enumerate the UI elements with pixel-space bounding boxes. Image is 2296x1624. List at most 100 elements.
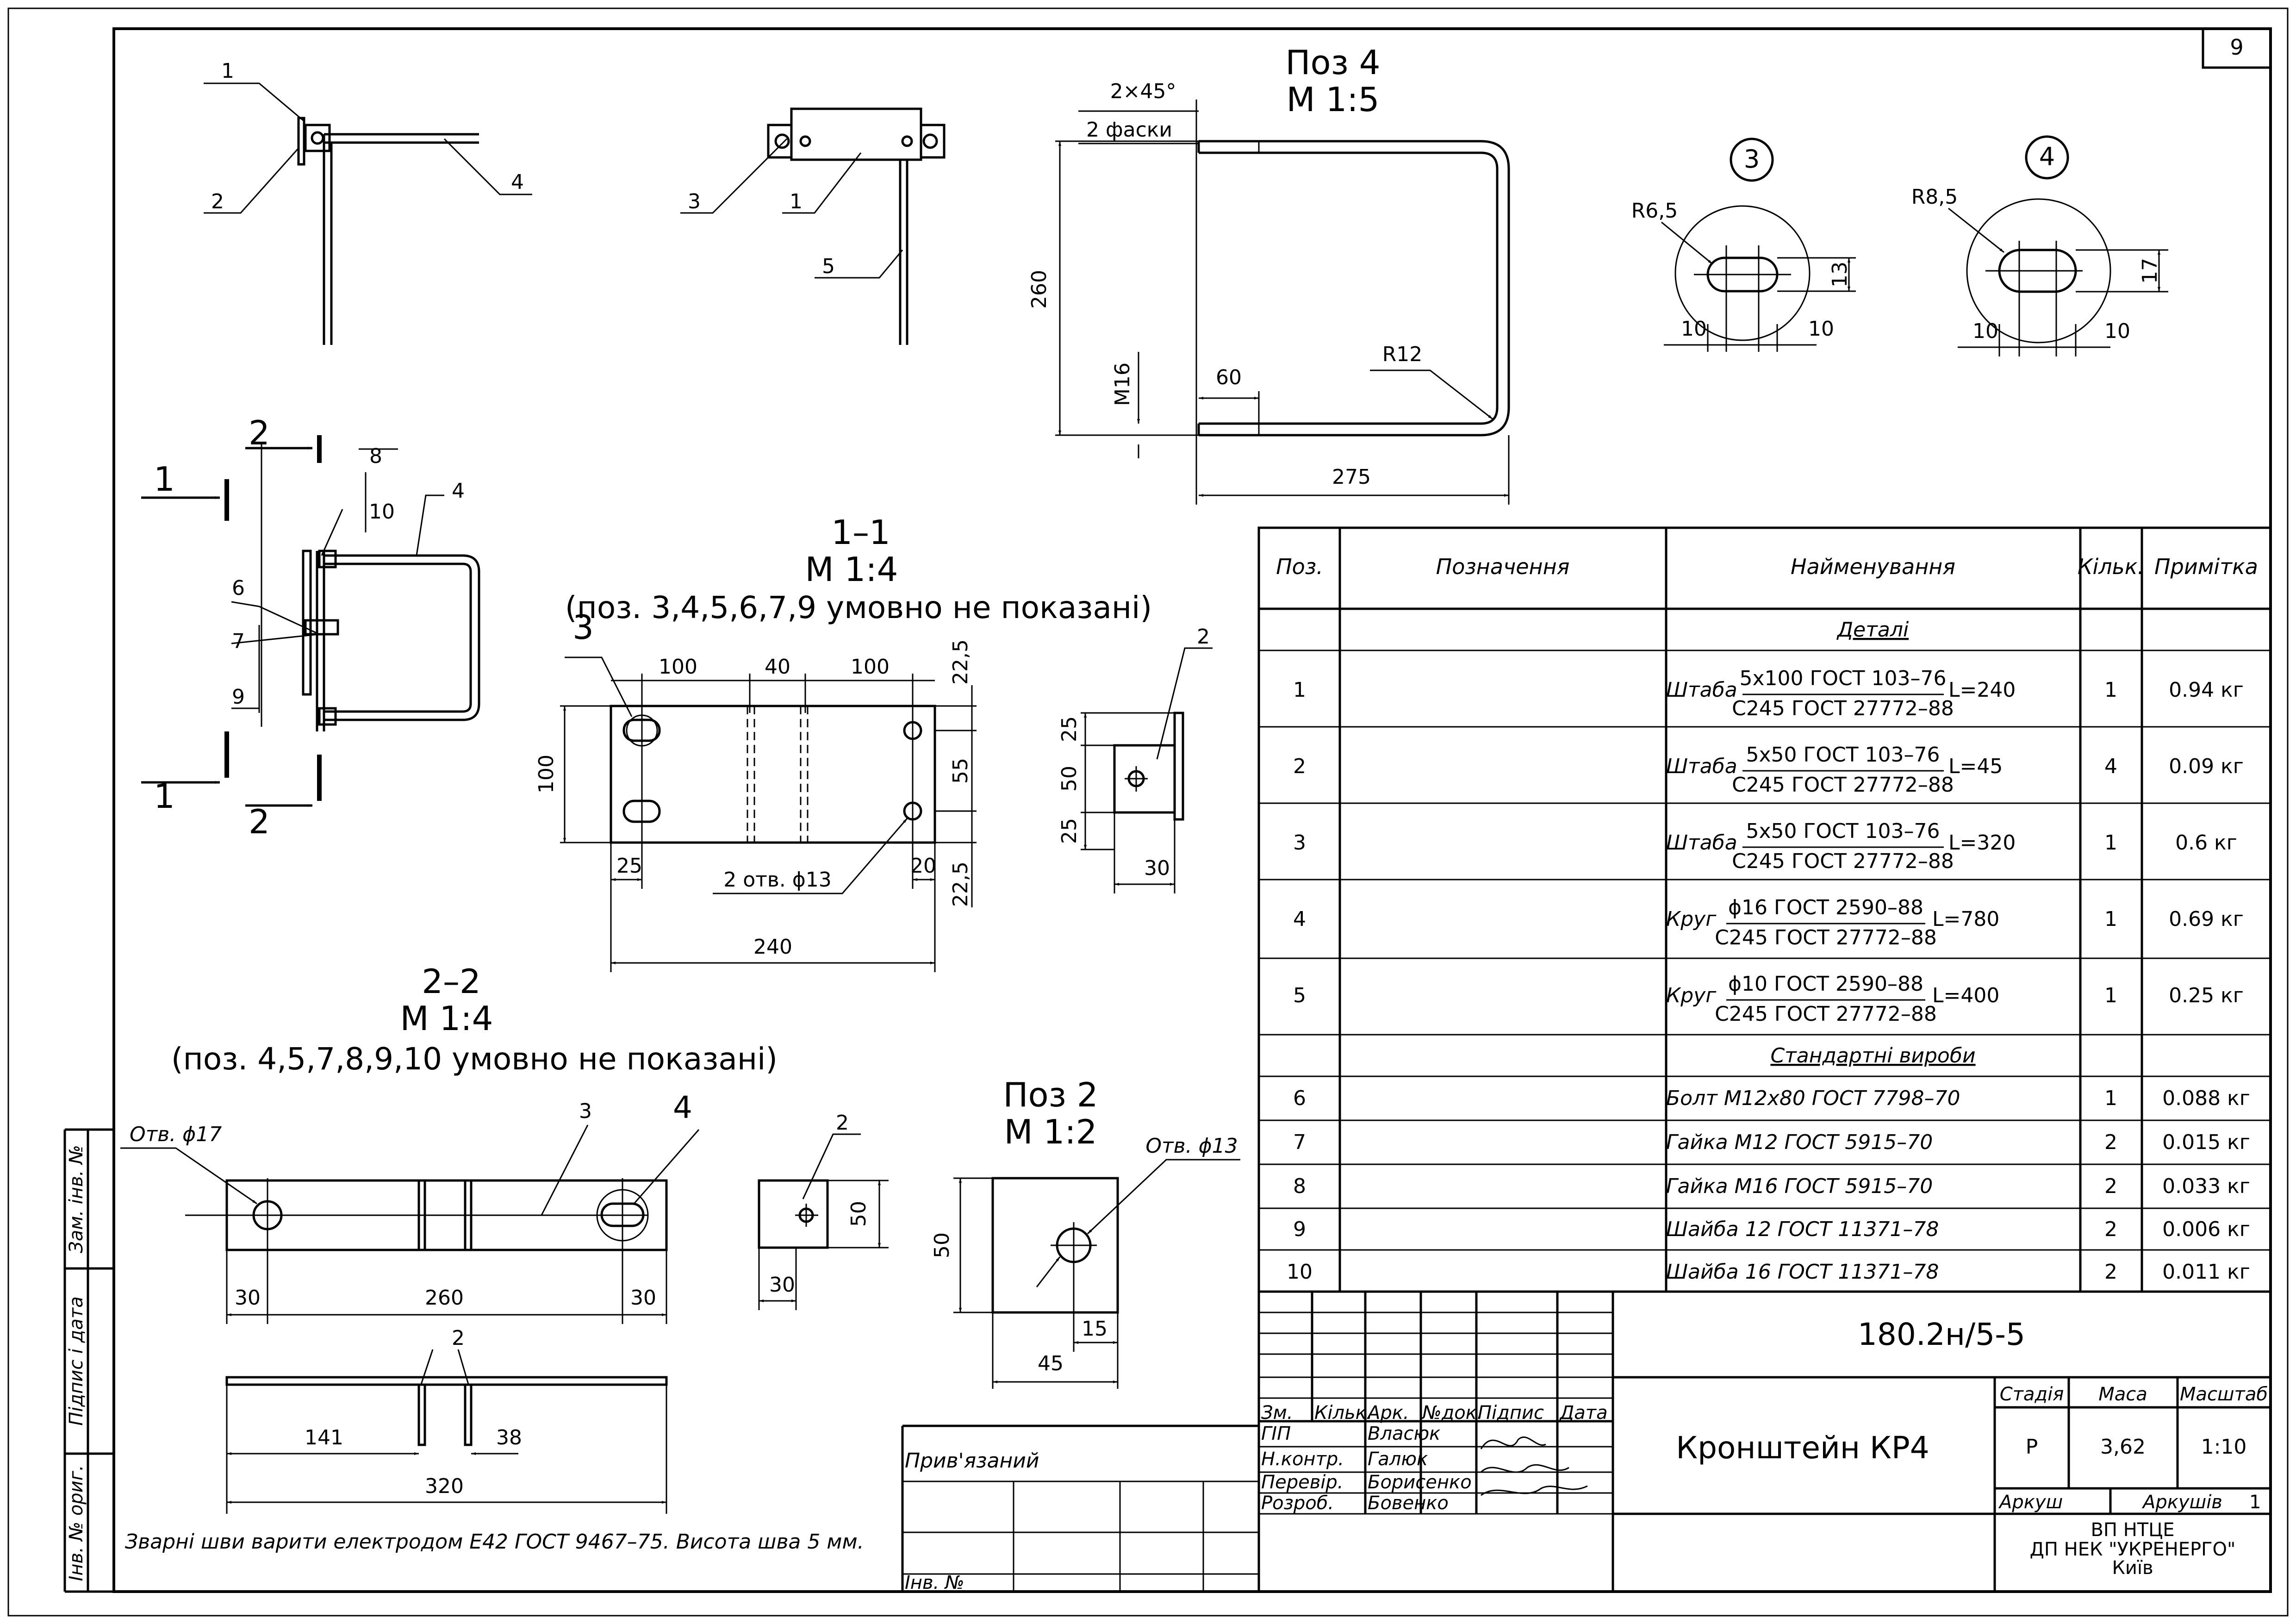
spec-row-note: 0.015 кг	[2162, 1131, 2250, 1154]
attached-label: Прив'язаний	[905, 1449, 1039, 1473]
spec-header-name: Найменування	[1791, 554, 1955, 579]
spec-row-pos: 5	[1293, 984, 1306, 1007]
plate2-small-d30: 30	[1144, 856, 1170, 880]
spec-row-note: 0.25 кг	[2169, 984, 2244, 1007]
spec-standard-row-10: 10 Шайба 16 ГОСТ 11371–78 2 0.011 кг	[1287, 1260, 2250, 1284]
spec-row-qty: 2	[2104, 1131, 2117, 1154]
side-label-4: 4	[452, 479, 465, 503]
spec-row-top: 5х50 ГОСТ 103–76	[1746, 743, 1940, 767]
section11-note: (поз. 3,4,5,6,7,9 умовно не показані)	[565, 590, 1152, 625]
tb-stage: Р	[2026, 1435, 2038, 1459]
title-block-grid	[901, 1290, 2272, 1593]
plan22-d38: 38	[496, 1426, 522, 1449]
section11-d225a: 22,5	[949, 639, 972, 685]
section22-pos3: 3	[579, 1099, 592, 1123]
signatures	[1480, 1436, 1588, 1496]
pos4-title: Поз 4	[1285, 43, 1380, 82]
spec-row-top: ϕ16 ГОСТ 2590–88	[1728, 896, 1923, 919]
spec-row-qty: 2	[2104, 1218, 2117, 1241]
spec-header-pos: Поз.	[1276, 554, 1323, 579]
spec-row-note: 0.088 кг	[2162, 1087, 2250, 1110]
spec-row-prefix: Круг	[1666, 907, 1717, 931]
spec-row-qty: 1	[2104, 678, 2117, 702]
pos4-scale: М 1:5	[1287, 80, 1380, 119]
tb-header-signature: Підпис	[1478, 1402, 1544, 1424]
plate2-side	[758, 1179, 829, 1249]
sheet-number-box	[2202, 27, 2272, 69]
spec-standard-row-7: 7 Гайка M12 ГОСТ 5915–70 2 0.015 кг	[1293, 1131, 2250, 1154]
tb-scale-label: Масштаб	[2180, 1384, 2268, 1405]
section11-d100h: 100	[535, 755, 558, 793]
side-section-1-top: 1	[154, 460, 175, 499]
spec-row-bottom: С245 ГОСТ 27772–88	[1732, 773, 1954, 797]
iso-label-4: 4	[511, 170, 524, 194]
detail3-left: 10	[1681, 317, 1707, 341]
spec-row-note: 0.69 кг	[2169, 907, 2244, 931]
detail4-height: 17	[2138, 258, 2162, 284]
spec-row-len: L=240	[1948, 678, 2016, 702]
spec-row-prefix: Круг	[1666, 984, 1717, 1007]
iso-label-1b: 1	[790, 190, 803, 213]
pos4-chamfer-note: 2 фаски	[1086, 118, 1172, 142]
pos2-d15: 15	[1082, 1317, 1108, 1341]
section11-pos-label: 3	[572, 608, 594, 647]
section-arrow-2-top	[245, 435, 322, 463]
section22-hole: Отв. ϕ17	[130, 1123, 222, 1146]
spec-row-top: 5х100 ГОСТ 103–76	[1739, 667, 1946, 690]
tb-header-qty: Кільк.	[1314, 1402, 1373, 1424]
tb-role-gip: ГІП	[1261, 1423, 1291, 1444]
spec-row-prefix: Штаба	[1666, 755, 1737, 778]
weld-note: Зварні шви варити електродом Е42 ГОСТ 94…	[125, 1530, 864, 1554]
side-label-8: 8	[369, 444, 382, 468]
spec-header-note: Примітка	[2154, 554, 2258, 579]
spec-row-pos: 1	[1293, 678, 1306, 702]
detail-4	[1966, 135, 2111, 356]
spec-detail-row-5: 5 Круг ϕ10 ГОСТ 2590–88 С245 ГОСТ 27772–…	[1293, 972, 2244, 1026]
spec-row-pos: 6	[1293, 1087, 1306, 1110]
detail4-label: 4	[2039, 142, 2055, 171]
side-label-6: 6	[232, 576, 245, 600]
tb-role-dev: Розроб.	[1261, 1493, 1334, 1514]
plate2-small-d50: 50	[1058, 766, 1081, 792]
spec-row-len: L=320	[1948, 831, 2016, 855]
section11-d20: 20	[910, 854, 936, 878]
tb-name-dev: Бовенко	[1368, 1493, 1449, 1514]
tb-header-doc: №док.	[1421, 1402, 1483, 1424]
section11-title: 1–1	[831, 513, 890, 552]
side-stamp-sign: Підпис і дата	[66, 1296, 87, 1426]
spec-row-prefix: Штаба	[1666, 831, 1737, 855]
spec-header-designation: Позначення	[1436, 554, 1570, 579]
spec-row-pos: 4	[1293, 907, 1306, 931]
tb-org-2: ДП НЕК "УКРЕНЕРГО"	[2030, 1539, 2236, 1560]
spec-row-qty: 1	[2104, 831, 2117, 855]
pos2-d50: 50	[930, 1232, 954, 1258]
spec-standard-row-8: 8 Гайка M16 ГОСТ 5915–70 2 0.033 кг	[1293, 1174, 2250, 1198]
side-section-1-bottom: 1	[154, 777, 175, 816]
spec-row-note: 0.033 кг	[2162, 1174, 2250, 1198]
tb-name-check: Борисенко	[1368, 1472, 1472, 1493]
iso-label-5: 5	[822, 255, 835, 278]
detail3-radius: R6,5	[1631, 199, 1678, 223]
section11-d40: 40	[765, 655, 790, 679]
sheet-number: 9	[2230, 35, 2243, 60]
spec-row-note: 0.6 кг	[2175, 831, 2237, 855]
section-arrow-1-top	[141, 479, 229, 521]
spec-section-details: Деталі	[1836, 618, 1909, 642]
plate2-small-d25b: 25	[1058, 818, 1081, 844]
section22-note: (поз. 4,5,7,8,9,10 умовно не показані)	[171, 1041, 778, 1077]
tb-name-norm: Галюк	[1368, 1449, 1428, 1470]
section11-scale: М 1:4	[805, 550, 898, 589]
spec-header-qty: Кільк.	[2078, 554, 2144, 579]
section11-holes: 2 отв. ϕ13	[723, 868, 831, 892]
plate2-small-d25a: 25	[1058, 716, 1081, 742]
tb-role-norm: Н.контр.	[1261, 1449, 1344, 1470]
tb-sheet-label: Аркуш	[1998, 1492, 2063, 1513]
detail-3	[1674, 137, 1811, 352]
tb-sheets: 1	[2249, 1492, 2261, 1513]
section11-d100a: 100	[659, 655, 697, 679]
spec-row-pos: 8	[1293, 1174, 1306, 1198]
spec-row-pos: 2	[1293, 755, 1306, 778]
side-label-9: 9	[232, 685, 245, 709]
pos4-chamfer: 2×45°	[1110, 80, 1176, 103]
pos4-dim-thread-len: 60	[1216, 366, 1242, 389]
